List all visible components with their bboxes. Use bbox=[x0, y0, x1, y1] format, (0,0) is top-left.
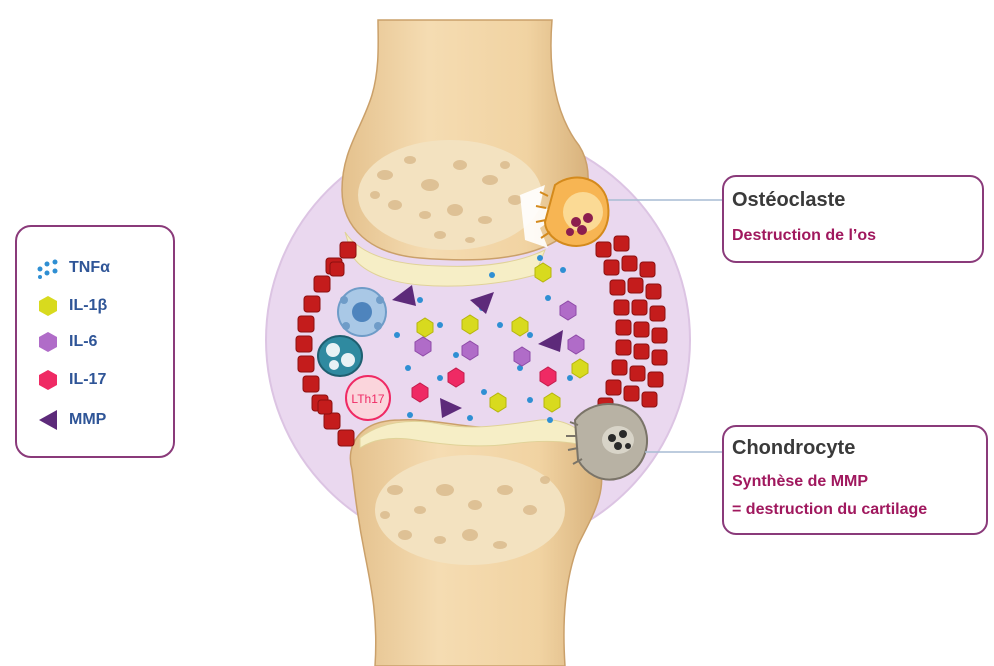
legend-item-il-17: IL-17 bbox=[17, 367, 175, 395]
legend: TNFα IL-1β IL-6 IL-17 MMP bbox=[15, 225, 175, 458]
legend-label-il-17: IL-17 bbox=[69, 371, 106, 389]
legend-item-tnfa: TNFα bbox=[17, 255, 175, 283]
lth17-cell: LTh17 bbox=[346, 376, 390, 420]
macrophage-cell bbox=[338, 288, 386, 336]
purple-triangle-icon bbox=[35, 407, 61, 433]
legend-item-mmp: MMP bbox=[17, 407, 175, 435]
legend-label-il-6: IL-6 bbox=[69, 333, 97, 351]
osteoclast-title: Ostéoclaste bbox=[732, 189, 845, 212]
osteoclast-description: Destruction de l’os bbox=[732, 227, 876, 245]
yellow-hexagon-icon bbox=[35, 293, 61, 319]
lth17-label: LTh17 bbox=[351, 392, 384, 406]
dots-cluster-icon bbox=[35, 255, 61, 281]
legend-label-mmp: MMP bbox=[69, 411, 106, 429]
upper-bone-spongy bbox=[358, 140, 542, 250]
pink-hexagon-icon bbox=[35, 367, 61, 393]
chondrocyte-callout: Chondrocyte Synthèse de MMP = destructio… bbox=[722, 425, 988, 535]
legend-label-il-1b: IL-1β bbox=[69, 297, 107, 315]
chondrocyte-title: Chondrocyte bbox=[732, 437, 855, 460]
chondrocyte-description-2: = destruction du cartilage bbox=[732, 501, 927, 519]
violet-hexagon-icon bbox=[35, 329, 61, 355]
chondrocyte-description-1: Synthèse de MMP bbox=[732, 473, 868, 491]
legend-item-il-6: IL-6 bbox=[17, 329, 175, 357]
neutrophil-cell bbox=[318, 336, 362, 376]
osteoclast-callout: Ostéoclaste Destruction de l’os bbox=[722, 175, 984, 263]
legend-label-tnfa: TNFα bbox=[69, 259, 110, 277]
legend-item-il-1b: IL-1β bbox=[17, 293, 175, 321]
